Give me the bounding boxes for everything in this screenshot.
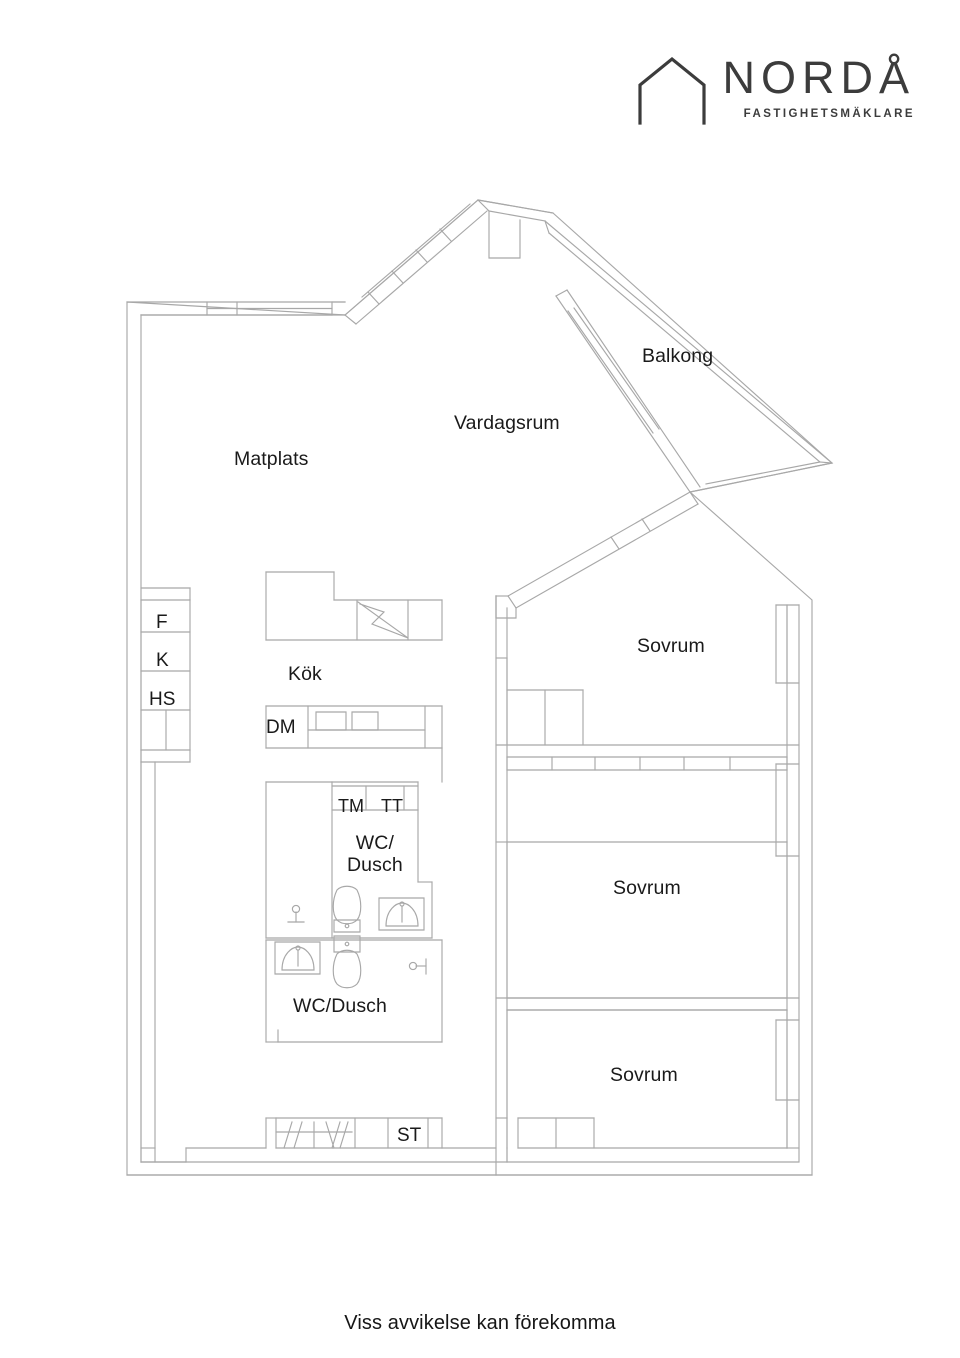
washbasin-icon-lower — [274, 941, 321, 975]
east-wall-windows — [775, 604, 800, 1149]
kitchen-dm-counter — [265, 705, 443, 749]
room-label-matplats: Matplats — [234, 448, 309, 470]
bedroom-1 — [495, 657, 800, 771]
appliance-label-dryer: TT — [381, 796, 403, 816]
appliance-label-fridge: F — [156, 612, 168, 633]
kitchen-upper-counter — [265, 571, 443, 641]
living-room-left-return — [495, 595, 517, 619]
appliance-label-storage: ST — [397, 1125, 422, 1146]
room-label-sovrum-2: Sovrum — [613, 877, 681, 899]
bedroom-2 — [495, 841, 800, 1011]
wc-dusch-upper — [265, 781, 433, 939]
floor-plan-svg — [126, 199, 834, 1176]
house-outline-icon — [638, 56, 707, 125]
appliance-label-cabinet-hs: HS — [149, 689, 176, 710]
appliance-label-dishwasher: DM — [266, 717, 296, 738]
balcony-outline — [544, 220, 834, 493]
brand-name: NORDÅ — [722, 52, 915, 103]
shower-head-icon-lower — [408, 958, 427, 975]
appliance-column-west — [140, 587, 191, 1149]
floor-plan-drawing — [126, 199, 834, 1176]
footer-disclaimer: Viss avvikelse kan förekomma — [344, 1312, 616, 1334]
living-room-angled-south-wall — [507, 491, 699, 609]
room-label-sovrum-1: Sovrum — [637, 635, 705, 657]
brand-wordmark: NORDÅ FASTIGHETSMÄKLARE — [722, 55, 915, 120]
corner-carousel-icon — [357, 601, 409, 639]
brand-tagline: FASTIGHETSMÄKLARE — [743, 108, 915, 120]
room-label-wc-dusch-2: WC/Dusch — [293, 995, 387, 1017]
balcony-inner-partition — [555, 289, 701, 493]
room-label-vardagsrum: Vardagsrum — [454, 412, 560, 434]
toilet-icon-upper — [332, 885, 362, 933]
appliance-label-washer: TM — [338, 796, 364, 816]
room-label-sovrum-3: Sovrum — [610, 1064, 678, 1086]
room-label-kok: Kök — [288, 663, 322, 685]
south-wall — [126, 1147, 813, 1176]
appliance-label-freezer: K — [156, 650, 169, 671]
brand-logo: NORDÅ FASTIGHETSMÄKLARE — [636, 55, 915, 127]
coat-rack-icon — [275, 1121, 353, 1149]
room-label-wc-dusch-1: WC/ Dusch — [347, 832, 403, 877]
room-label-balkong: Balkong — [642, 345, 714, 367]
angled-wall-northwest — [331, 199, 488, 325]
west-wall-lower-jog — [140, 761, 156, 1163]
top-wall — [126, 301, 346, 316]
outer-wall-outline — [126, 199, 834, 1176]
outer-wall-inner — [140, 314, 800, 1163]
central-spine-wall — [495, 595, 508, 1176]
toilet-icon-lower — [332, 935, 362, 989]
wc-dusch-lower — [265, 939, 443, 1043]
entry-hall — [265, 1117, 443, 1149]
shower-head-icon-upper — [287, 904, 305, 923]
washbasin-icon-upper — [378, 897, 425, 931]
living-room-top-notch — [477, 199, 554, 259]
kitchen-sink-icon — [315, 711, 379, 731]
